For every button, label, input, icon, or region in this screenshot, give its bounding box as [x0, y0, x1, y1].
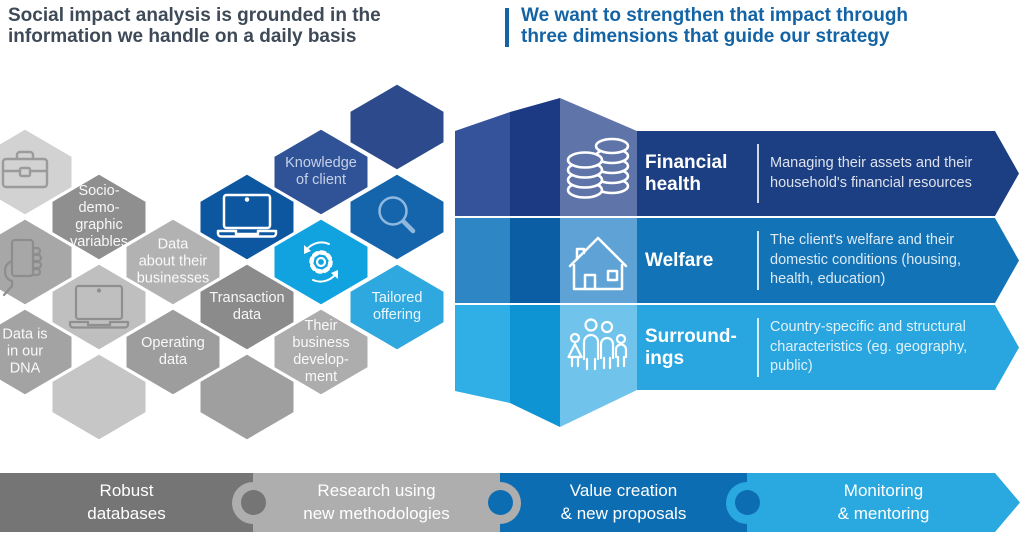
band-arrow	[637, 131, 1019, 216]
timeline-connector-disc	[734, 490, 760, 515]
hexagon-tailored	[347, 261, 447, 353]
heading-right: We want to strengthen that impact throug…	[521, 5, 909, 47]
hex-label-dna: Data is in our DNA	[2, 326, 48, 377]
heading-divider-bar	[505, 8, 509, 47]
gear-sync-icon	[304, 241, 338, 283]
process-timeline: Robust databases Research using new meth…	[0, 473, 1024, 532]
timeline-step-research: Research using new methodologies	[253, 473, 500, 532]
band-fold-left	[455, 305, 510, 403]
family-icon	[567, 318, 628, 371]
heading-left: Social impact analysis is grounded in th…	[8, 5, 381, 47]
band-fold-left	[455, 218, 510, 303]
laptop-blue-icon	[216, 193, 278, 238]
band-fold-dark	[510, 305, 560, 427]
band-arrow	[637, 305, 1019, 390]
house-icon	[568, 236, 628, 291]
band-fold-dark	[510, 218, 560, 303]
hexagon-magnifier	[347, 171, 447, 263]
timeline-connector-ring	[726, 481, 768, 524]
band-arrow	[637, 218, 1019, 303]
timeline-connector-ring	[232, 481, 274, 524]
hex-label-business-dev: Their business develop- ment	[292, 317, 350, 386]
timeline-step-monitoring: Monitoring & mentoring	[747, 473, 1020, 532]
hex-label-operating: Operating data	[141, 334, 205, 368]
hex-label-transaction: Transaction data	[209, 289, 285, 323]
dimension-desc-welfare: The client's welfare and their domestic …	[770, 232, 962, 288]
coins-icon	[566, 137, 630, 199]
dimension-divider	[757, 144, 759, 203]
dimension-desc-surroundings: Country-specific and structural characte…	[770, 319, 968, 375]
band-fold-left	[455, 112, 510, 216]
dimension-title-welfare: Welfare	[645, 249, 714, 271]
dimension-divider	[757, 231, 759, 290]
outline-hexagon	[123, 126, 223, 218]
band-icon-panel	[560, 218, 637, 303]
dimension-title-surroundings: Surround- ings	[645, 325, 737, 369]
hexagon-socio	[49, 171, 149, 263]
laptop-icon	[68, 284, 130, 329]
hex-label-socio: Socio- demo- graphic variables	[69, 182, 129, 251]
hexagons	[0, 81, 447, 443]
hex-label-data-about: Data about their businesses	[136, 236, 210, 287]
hex-label-tailored: Tailored offering	[371, 289, 423, 323]
dimension-title-financial: Financial health	[645, 151, 728, 195]
briefcase-icon	[1, 150, 49, 189]
magnifier-icon	[378, 196, 416, 234]
band-fold-dark	[510, 98, 560, 216]
timeline-step-value-creation: Value creation & new proposals	[500, 473, 747, 532]
timeline-connector-disc	[487, 490, 513, 515]
hand-phone-icon	[2, 238, 43, 297]
dimension-band-welfare	[455, 218, 1019, 303]
timeline-connector-disc	[240, 490, 266, 515]
dimension-desc-financial: Managing their assets and their househol…	[770, 155, 973, 191]
hexagon-plain-navy	[347, 81, 447, 173]
timeline-step-robust-databases: Robust databases	[0, 473, 253, 532]
timeline-connector-ring	[479, 481, 521, 524]
hex-label-knowledge: Knowledge of client	[285, 154, 357, 188]
dimension-divider	[757, 318, 759, 377]
